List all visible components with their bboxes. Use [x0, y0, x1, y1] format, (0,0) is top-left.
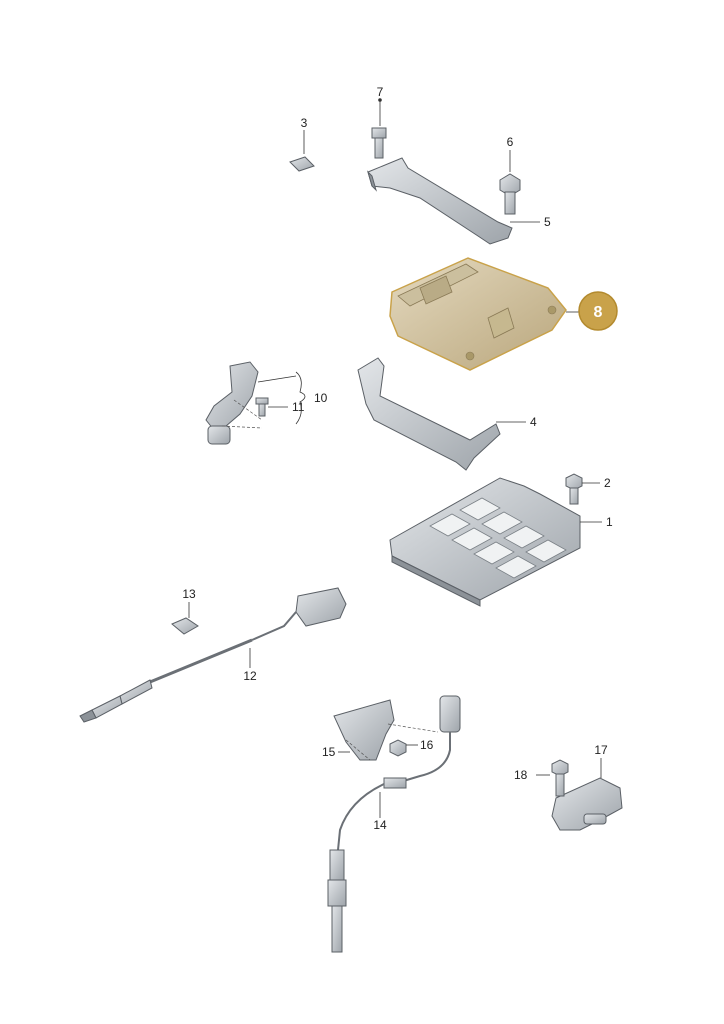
callout-5: 5 [544, 215, 551, 229]
callout-13: 13 [182, 587, 196, 601]
callout-1: 1 [606, 515, 613, 529]
part-4-lower-bracket: 4 [357, 357, 537, 471]
callout-3: 3 [301, 116, 308, 130]
part-6-bolt: 6 [499, 135, 521, 215]
callout-15: 15 [322, 745, 336, 759]
highlight-badge-8[interactable]: 8 [578, 291, 618, 331]
callout-14: 14 [373, 818, 387, 832]
callout-7: 7 [377, 85, 384, 99]
callout-16: 16 [420, 738, 434, 752]
part-18-bolt: 18 [514, 759, 569, 797]
callout-12: 12 [243, 669, 257, 683]
callout-18: 18 [514, 768, 528, 782]
callout-6: 6 [507, 135, 514, 149]
part-12-oxygen-sensor: 12 [79, 587, 347, 723]
callout-2: 2 [604, 476, 611, 490]
badge-label: 8 [594, 304, 603, 321]
part-2-bolt: 2 [565, 473, 611, 505]
part-1-base-tray: 1 [389, 477, 613, 607]
part-16-nut: 16 [389, 738, 434, 757]
callout-11: 11 [292, 400, 305, 414]
part-10-sensor-group: 11 10 [205, 361, 328, 445]
part-7-bolt: 7 [371, 85, 387, 159]
part-8-control-unit [389, 257, 580, 371]
part-5-upper-bracket: 5 [366, 157, 551, 245]
callout-17: 17 [594, 743, 608, 757]
part-3-clip: 3 [289, 116, 315, 172]
part-13-clip: 13 [171, 587, 199, 635]
part-14-temperature-sensor: 14 [327, 695, 461, 953]
callout-10: 10 [314, 391, 328, 405]
part-15-sensor-bracket: 15 [322, 699, 439, 761]
callout-4: 4 [530, 415, 537, 429]
part-17-pressure-sensor: 17 [551, 743, 623, 831]
